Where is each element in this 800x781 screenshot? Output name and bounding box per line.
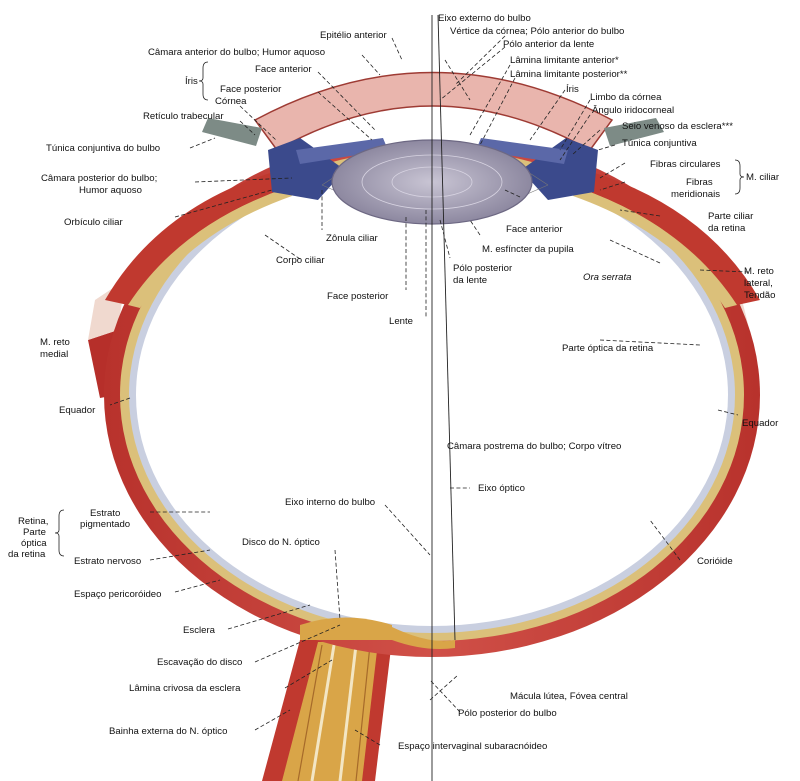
label-cornea: Córnea [215,96,247,107]
label-eixo-optico: Eixo óptico [478,483,525,494]
label-lamina-anterior: Lâmina limitante anterior* [510,55,619,66]
label-espaco-intervaginal: Espaço intervaginal subaracnóideo [398,741,547,752]
label-corpo-ciliar: Corpo ciliar [276,255,325,266]
ciliary-body-left [268,138,345,200]
label-reticulo: Retículo trabecular [143,111,224,122]
iris-right [476,138,568,164]
iris-left [296,138,388,164]
label-parte-optica: Parte óptica da retina [562,343,654,354]
leader-lines [109,35,749,746]
label-face-anterior-iris: Face anterior [255,64,312,75]
label-lamina-posterior: Lâmina limitante posterior** [510,69,628,80]
label-escavacao: Escavação do disco [157,657,242,668]
optic-nerve [262,640,392,781]
ciliary-body-right [521,138,598,200]
label-equador-right: Equador [742,418,779,429]
label-face-posterior-iris: Face posterior [220,84,282,95]
braces [54,61,745,557]
label-polo-posterior-lente-2: da lente [453,275,487,286]
label-m-ciliar: M. ciliar [746,172,780,183]
label-iris-left: Íris [185,76,198,87]
label-m-reto-lateral-1: M. reto [744,266,774,277]
label-corioide: Corióide [697,556,733,567]
cornea [253,71,614,151]
label-lente: Lente [389,316,413,327]
label-fibras-meridionais-1: Fibras [686,177,713,188]
label-retina-3: óptica [21,538,47,549]
label-fibras-meridionais-2: meridionais [671,189,720,200]
label-seio-venoso: Seio venoso da esclera*** [622,121,733,132]
label-m-reto-medial-1: M. reto [40,337,70,348]
label-polo-posterior-bulbo: Pólo posterior do bulbo [458,708,557,719]
label-face-anterior-lente: Face anterior [506,224,563,235]
label-camara-posterior-1: Câmara posterior do bulbo; [41,173,157,184]
label-angulo: Ângulo iridocorneal [592,105,674,116]
label-estrato-pigmentado-1: Estrato [90,508,120,519]
text-labels: Eixo externo do bulbo Vértice da córnea;… [8,13,780,752]
label-disco: Disco do N. óptico [242,537,320,548]
label-parte-ciliar-2: da retina [708,223,746,234]
label-retina-2: Parte [23,527,46,538]
label-m-esfincter: M. esfíncter da pupila [482,244,574,255]
label-face-posterior-lente: Face posterior [327,291,389,302]
label-esclera: Esclera [183,625,216,636]
label-orbiculo: Orbículo ciliar [64,217,123,228]
label-ora-serrata: Ora serrata [583,272,632,283]
label-camara-posterior-2: Humor aquoso [79,185,142,196]
label-vertice-cornea: Vértice da córnea; Pólo anterior do bulb… [450,26,624,37]
label-eixo-externo: Eixo externo do bulbo [438,13,531,24]
label-polo-posterior-lente-1: Pólo posterior [453,263,513,274]
label-iris-right: Íris [566,84,579,95]
optical-axis-line [437,14,456,641]
label-limbo: Limbo da córnea [590,92,662,103]
label-retina-4: da retina [8,549,46,560]
optic-disc [300,617,455,649]
label-retina-1: Retina, [18,516,48,527]
label-epitelio-anterior: Epitélio anterior [320,30,387,41]
label-camara-anterior: Câmara anterior do bulbo; Humor aquoso [148,47,325,58]
label-m-reto-lateral-3: Tendão [744,290,775,301]
label-equador-left: Equador [59,405,96,416]
label-m-reto-medial-2: medial [40,349,68,360]
label-polo-anterior-lente: Pólo anterior da lente [503,39,594,50]
label-fibras-circulares: Fibras circulares [650,159,721,170]
label-macula: Mácula lútea, Fóvea central [510,691,628,702]
label-eixo-interno: Eixo interno do bulbo [285,497,375,508]
axes [431,14,456,781]
label-espaco-pericoroideo: Espaço pericoróideo [74,589,161,600]
label-tunica-conj-right: Túnica conjuntiva [622,138,697,149]
label-bainha: Bainha externa do N. óptico [109,726,227,737]
label-parte-ciliar-1: Parte ciliar [708,211,754,222]
label-m-reto-lateral-2: lateral, [744,278,773,289]
label-camara-postrema: Câmara postrema do bulbo; Corpo vítreo [447,441,621,452]
label-zonula: Zônula ciliar [326,233,379,244]
label-estrato-pigmentado-2: pigmentado [80,519,130,530]
label-tunica-conj-left: Túnica conjuntiva do bulbo [46,143,160,154]
label-estrato-nervoso: Estrato nervoso [74,556,141,567]
label-lamina-crivosa: Lâmina crivosa da esclera [129,683,241,694]
